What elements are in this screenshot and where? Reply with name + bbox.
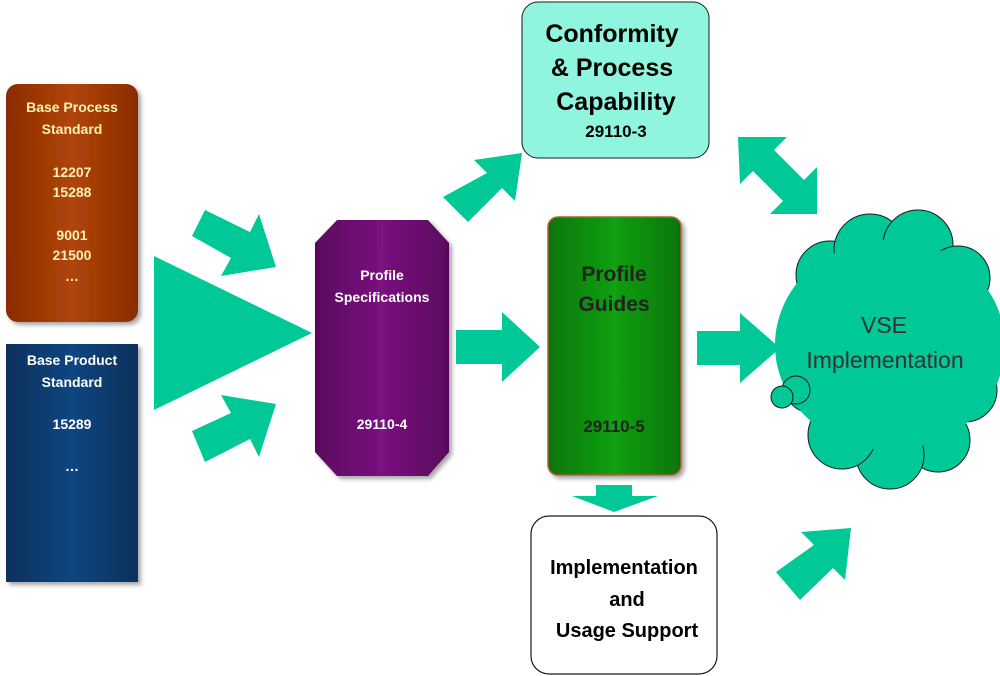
- vse-cloud-bubbles: [770, 375, 811, 409]
- arrow-specs-to-conformity: [443, 153, 522, 222]
- profile-guides-box: Profile Guides 29110-5: [547, 216, 682, 476]
- profile-guides-code: 29110-5: [583, 417, 644, 436]
- arrow-guides-to-vse: [697, 313, 780, 383]
- vse-label-1: VSE: [861, 312, 907, 338]
- arrow-product-to-specs: [192, 395, 276, 462]
- conformity-label-3: Capability: [556, 88, 676, 116]
- base-product-standard-box: Base Product Standard 15289 …: [6, 344, 138, 582]
- arrow-process-to-specs: [192, 210, 276, 276]
- conformity-label-1: Conformity: [545, 20, 678, 48]
- base-process-title-1: Base Process: [26, 99, 118, 115]
- support-label-2: and: [609, 589, 645, 611]
- support-label-3: Usage Support: [556, 620, 699, 642]
- conformity-code: 29110-3: [585, 122, 646, 141]
- arrow-support-to-vse: [776, 528, 851, 600]
- conformity-label-2: & Process: [551, 54, 673, 82]
- profile-guides-label-1: Profile: [581, 263, 646, 286]
- base-product-item: …: [65, 458, 79, 474]
- arrow-guides-to-support: [572, 485, 658, 512]
- arrow-specs-to-guides: [456, 312, 540, 382]
- usage-support-box: Implementation and Usage Support: [530, 515, 718, 675]
- base-product-title-1: Base Product: [27, 352, 118, 368]
- profile-specs-label-1: Profile: [360, 267, 404, 283]
- merge-triangle: [154, 256, 312, 410]
- base-process-item: 21500: [53, 247, 92, 263]
- base-process-item: 12207: [53, 164, 92, 180]
- base-process-item: 9001: [56, 227, 87, 243]
- support-label-1: Implementation: [550, 557, 698, 579]
- base-process-item: 15288: [53, 184, 92, 200]
- profile-specifications-box: Profile Specifications 29110-4: [315, 220, 449, 476]
- base-process-title-2: Standard: [42, 121, 103, 137]
- profile-guides-label-2: Guides: [578, 293, 649, 316]
- vse-label-2: Implementation: [806, 347, 963, 373]
- conformity-box: Conformity & Process Capability 29110-3: [521, 1, 710, 159]
- base-process-item: …: [65, 268, 79, 284]
- profile-specs-code: 29110-4: [357, 416, 408, 432]
- base-product-item: 15289: [53, 416, 92, 432]
- profile-specs-label-2: Specifications: [335, 289, 430, 305]
- arrow-conformity-vse-bidirectional: [738, 137, 817, 214]
- base-product-title-2: Standard: [42, 374, 103, 390]
- base-process-standard-box: Base Process Standard 12207 15288 9001 2…: [6, 84, 138, 322]
